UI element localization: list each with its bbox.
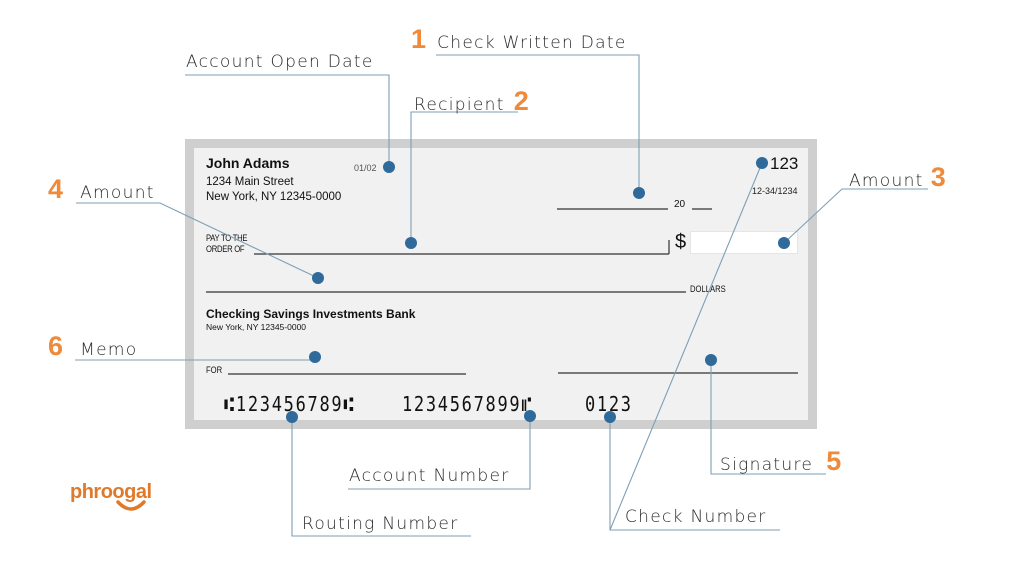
- callout-label: Amount: [80, 183, 155, 203]
- account-holder-name: John Adams: [206, 155, 290, 171]
- account-holder-city: New York, NY 12345-0000: [206, 191, 342, 203]
- account-holder-address: 1234 Main Street New York, NY 12345-0000: [206, 175, 341, 205]
- account-holder-street: 1234 Main Street: [206, 176, 294, 188]
- micr-routing-number: ⑆123456789⑆: [224, 392, 356, 416]
- pay-to-line2: ORDER OF: [206, 244, 245, 254]
- callout-number: 4: [48, 174, 64, 204]
- fraction-code: 12-34/1234: [752, 186, 798, 196]
- account-open-date: 01/02: [354, 163, 377, 173]
- callout-signature: Signature 5: [720, 446, 841, 477]
- micr-check-number: 0123: [585, 392, 633, 416]
- callout-label: Account Number: [349, 466, 510, 486]
- callout-label: Amount: [849, 171, 924, 191]
- callout-number: 6: [48, 331, 64, 361]
- pay-to-line1: PAY TO THE: [206, 233, 248, 243]
- callout-number: 3: [930, 162, 946, 192]
- callout-routing-number: Routing Number: [302, 514, 458, 534]
- callout-number: 1: [411, 24, 427, 54]
- memo-label: FOR: [206, 365, 223, 375]
- callout-account-open-date: Account Open Date: [186, 52, 374, 72]
- callout-recipient: Recipient 2: [414, 86, 529, 117]
- callout-label: Account Open Date: [186, 52, 374, 72]
- bank-name: Checking Savings Investments Bank: [206, 307, 416, 321]
- phroogal-logo: phroogal: [70, 481, 152, 503]
- pay-to-label: PAY TO THE ORDER OF: [206, 233, 248, 255]
- check-number-top: 123: [770, 154, 799, 173]
- callout-label: Check Written Date: [437, 33, 627, 53]
- callout-memo: 6 Memo: [48, 331, 137, 362]
- callout-check-number: Check Number: [625, 507, 767, 527]
- callout-label: Check Number: [625, 507, 767, 527]
- dollars-label: DOLLARS: [690, 284, 726, 294]
- date-prefix: 20: [674, 199, 686, 210]
- callout-number: 5: [826, 446, 842, 476]
- callout-label: Signature: [720, 455, 814, 475]
- callout-label: Memo: [80, 340, 138, 360]
- callout-label: Recipient: [414, 95, 505, 115]
- callout-amount-numeric: Amount 3: [849, 162, 946, 193]
- dollar-sign: $: [675, 231, 687, 253]
- callout-check-written-date: 1 Check Written Date: [411, 24, 627, 55]
- callout-account-number: Account Number: [349, 466, 510, 486]
- callout-number: 2: [513, 86, 529, 116]
- amount-box: [690, 231, 798, 254]
- bank-address: New York, NY 12345-0000: [206, 322, 307, 332]
- callout-label: Routing Number: [302, 514, 459, 534]
- micr-account-number: 1234567899⑈: [402, 392, 534, 416]
- callout-amount-written: 4 Amount: [48, 174, 155, 205]
